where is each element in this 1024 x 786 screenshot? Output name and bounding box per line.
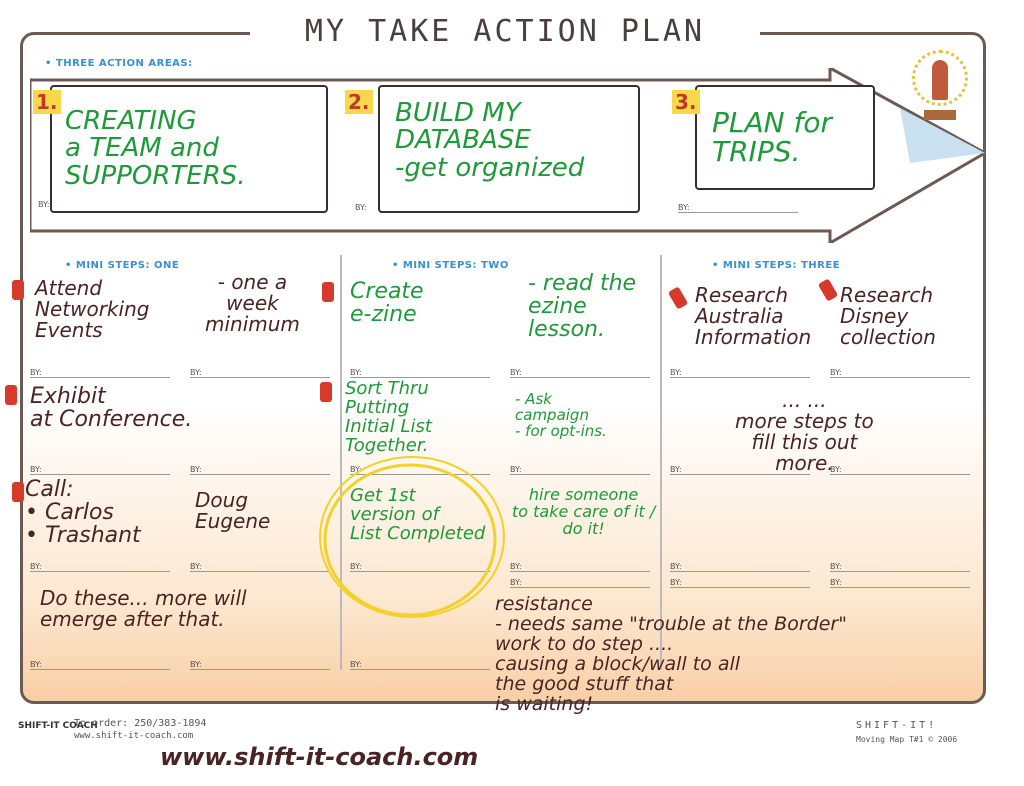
action-area-2-text: BUILD MY DATABASE -get organized [395,98,585,183]
by-line: BY: [670,562,810,572]
handwritten-url: www.shift-it-coach.com [160,743,479,771]
by-line: BY: [30,562,170,572]
page-title: MY TAKE ACTION PLAN [250,14,760,49]
action-area-1-text: CREATING a TEAM and SUPPORTERS. [65,106,246,191]
action-area-1-number: 1. [33,90,61,114]
step-call-more: Doug Eugene [195,488,271,533]
by-line: BY: [510,578,650,588]
by-line: BY: [510,465,650,475]
by-line: BY: [30,465,170,475]
by-line: BY: [350,562,490,572]
by-line: BY: [670,368,810,378]
mini-steps-one-label: • MINI STEPS: ONE [65,260,180,271]
by-line: BY: [190,368,330,378]
column-divider [340,255,342,670]
note-more-steps: ... ... more steps to fill this out more… [735,388,874,475]
step-attend-networking: Attend Networking Events [35,276,150,342]
by-line: BY: [190,562,330,572]
step-exhibit: Exhibit at Conference. [30,384,193,433]
by-line: BY: [350,465,490,475]
by-line: BY: [510,368,650,378]
column-divider [660,255,662,670]
trophy-icon [912,50,968,130]
red-marker [320,382,332,402]
step-one-a-week: - one a week minimum [205,270,300,336]
three-action-areas-label: • THREE ACTION AREAS: [45,58,193,69]
step-sort-list: Sort Thru Putting Initial List Together. [345,378,432,456]
step-read-ezine: - read the ezine lesson. [528,271,637,343]
by-line: BY: [510,562,650,572]
red-marker [5,385,17,405]
mini-steps-two-label: • MINI STEPS: TWO [392,260,509,271]
by-line: BY: [830,368,970,378]
by-line: BY: [670,465,810,475]
step-do-these: Do these... more will emerge after that. [40,586,247,631]
by-line: BY: [30,660,170,670]
step-ask-campaign: - Ask campaign - for opt-ins. [515,390,607,440]
action-area-3-number: 3. [672,90,700,114]
by-line: BY: [830,465,970,475]
action-area-2-by: BY: [355,203,367,212]
action-area-3 [695,85,875,190]
step-hire-someone: hire someone to take care of it / do it! [512,485,656,538]
by-line: BY: [190,465,330,475]
by-line: BY: [190,660,330,670]
action-area-3-text: PLAN for TRIPS. [712,106,832,169]
highlight-circle [319,456,505,618]
action-area-3-by: BY: [678,203,798,213]
mini-steps-three-label: • MINI STEPS: THREE [712,260,841,271]
step-call: Call: • Carlos • Trashant [25,477,141,549]
action-area-1 [50,85,328,213]
by-line: BY: [830,578,970,588]
red-marker [12,280,24,300]
small-url[interactable]: www.shift-it-coach.com [74,731,194,741]
by-line: BY: [830,562,970,572]
red-marker [12,482,24,502]
action-area-2-number: 2. [345,90,373,114]
step-research-disney: Research Disney collection [840,283,936,349]
step-research-australia: Research Australia Information [695,283,812,349]
copyright: Moving Map T#1 © 2006 [856,735,958,744]
by-line: BY: [350,660,490,670]
by-line: BY: [30,368,170,378]
order-phone: To order: 250/383-1894 [74,718,207,729]
note-resistance: resistance - needs same "trouble at the … [495,593,847,715]
brand-name: SHIFT-IT! [856,720,938,731]
shift-it-coach-logo: SHIFT-IT COACH [18,721,98,731]
step-create-ezine: Create e-zine [350,279,424,328]
by-line: BY: [670,578,810,588]
red-marker [322,282,334,302]
action-area-1-by: BY: [38,200,50,209]
action-area-2 [378,85,640,213]
step-get-first-version: Get 1st version of List Completed [350,485,486,544]
by-line: BY: [350,368,490,378]
